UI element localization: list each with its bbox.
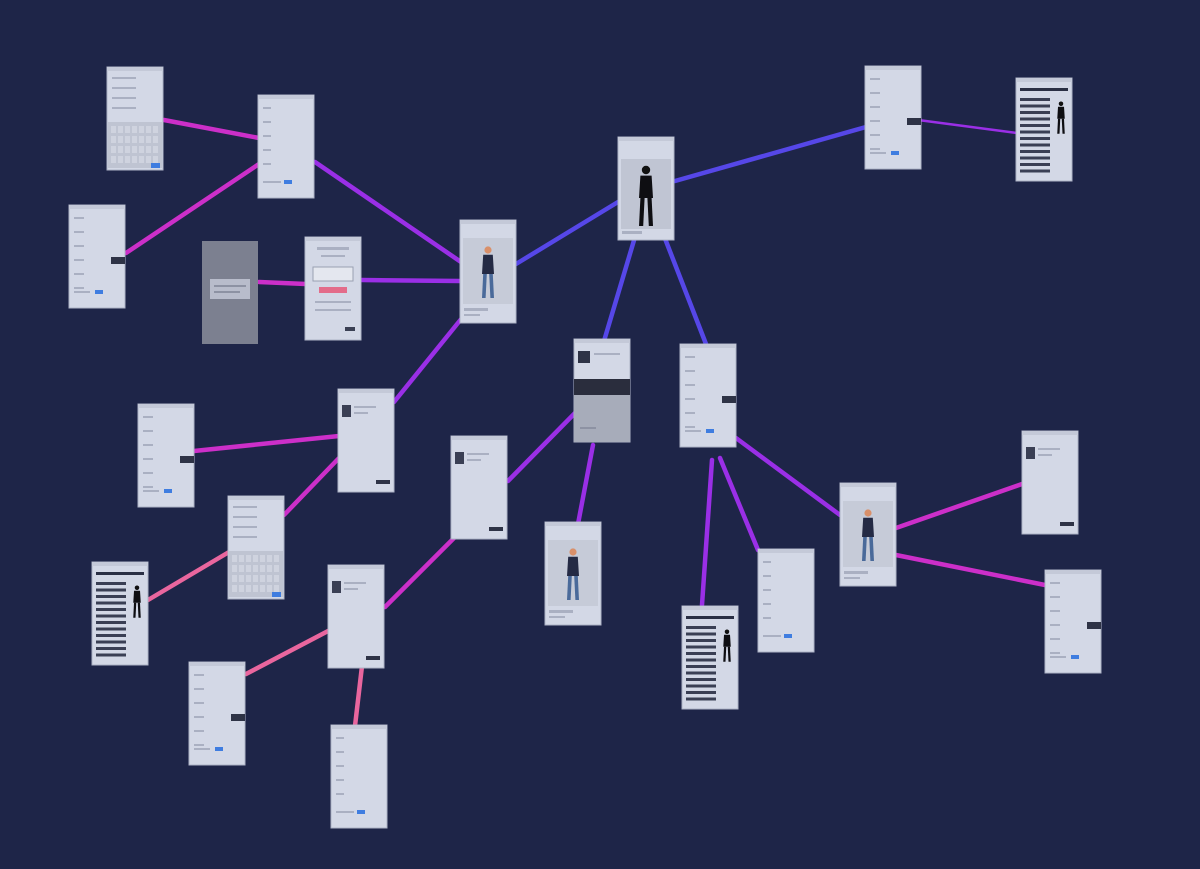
flow-edge-e1-e3	[352, 663, 365, 729]
flow-edge-e1-e2	[243, 627, 333, 677]
flow-edge-m1-s1	[312, 159, 464, 265]
screen-layer	[68, 65, 1102, 829]
screen-thumbnail-n3[interactable]	[544, 521, 602, 626]
screen-thumbnail-d2[interactable]	[202, 241, 258, 344]
screen-thumbnail-m1[interactable]	[459, 219, 517, 324]
screen-thumbnail-root[interactable]	[617, 136, 675, 241]
flow-edge-root-n1	[601, 234, 638, 344]
screen-thumbnail-e1[interactable]	[327, 564, 385, 669]
screen-thumbnail-p2[interactable]	[757, 548, 815, 653]
screen-thumbnail-r2[interactable]	[1015, 77, 1073, 182]
flow-edge-root-r1	[672, 124, 869, 184]
screen-thumbnail-d1[interactable]	[304, 236, 362, 341]
flow-edge-r1-r2	[901, 116, 1019, 135]
screen-thumbnail-c1[interactable]	[337, 388, 395, 493]
flow-edge-d1-d2	[256, 279, 309, 287]
screen-thumbnail-p4[interactable]	[1021, 430, 1079, 535]
screen-thumbnail-s3[interactable]	[68, 204, 126, 309]
flow-edge-root-m1	[513, 199, 621, 267]
flow-edge-n2-e1	[382, 531, 461, 610]
flow-edge-p3-p4	[893, 481, 1025, 531]
flow-edge-n1-n3	[575, 442, 596, 527]
flow-edge-root-n4	[661, 233, 709, 347]
flow-edge-p3-p5	[893, 552, 1048, 588]
screen-thumbnail-s2[interactable]	[106, 66, 164, 171]
flow-edge-s1-s2	[161, 117, 262, 141]
flow-edge-n4-p2	[717, 455, 761, 553]
screen-thumbnail-c3[interactable]	[227, 495, 285, 600]
edge-layer	[123, 116, 1048, 729]
flow-edge-m1-d1	[359, 277, 463, 284]
flow-edge-c3-c4	[145, 549, 232, 603]
screen-thumbnail-n2[interactable]	[450, 435, 508, 540]
flow-edge-c1-c2	[191, 433, 342, 454]
screen-thumbnail-p5[interactable]	[1044, 569, 1102, 674]
flow-edge-m1-c1	[391, 315, 465, 405]
flow-edge-n4-p3	[733, 435, 843, 518]
flow-edge-s1-s3	[123, 161, 262, 256]
screen-thumbnail-e3[interactable]	[330, 724, 388, 829]
screen-thumbnail-s1[interactable]	[257, 94, 315, 199]
screen-thumbnail-c4[interactable]	[91, 561, 149, 666]
screen-thumbnail-n1[interactable]	[573, 338, 631, 443]
flow-edge-n1-n2	[505, 410, 578, 484]
flow-edge-n4-p1	[699, 457, 715, 608]
screen-thumbnail-n4[interactable]	[679, 343, 737, 448]
flow-edge-c1-c3	[281, 455, 342, 518]
screen-thumbnail-e2[interactable]	[188, 661, 246, 766]
screen-thumbnail-r1[interactable]	[864, 65, 922, 170]
screen-thumbnail-p3[interactable]	[839, 482, 897, 587]
screen-thumbnail-c2[interactable]	[137, 403, 195, 508]
screen-thumbnail-p1[interactable]	[681, 605, 739, 710]
